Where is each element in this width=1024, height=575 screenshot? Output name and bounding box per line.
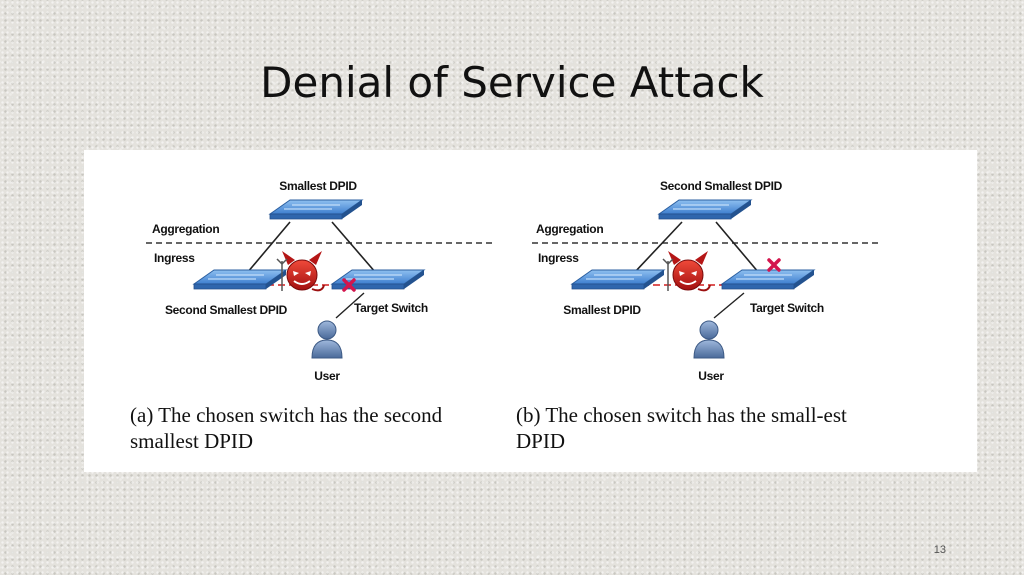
network-switch-icon xyxy=(658,199,752,220)
network-switch-icon xyxy=(193,269,287,290)
left-switch-label: Second Smallest DPID xyxy=(165,303,288,317)
uplink-line xyxy=(715,221,760,274)
user-icon xyxy=(311,320,343,359)
aggregation-label: Aggregation xyxy=(152,222,219,236)
user-link xyxy=(713,292,745,319)
ingress-label: Ingress xyxy=(538,251,579,265)
user-icon xyxy=(693,320,725,359)
dos-diagram: Smallest DPID Aggregation Ingress Second… xyxy=(146,179,880,383)
network-switch-icon xyxy=(571,269,665,290)
user-label: User xyxy=(314,369,340,383)
user-link xyxy=(335,292,365,319)
left-switch-label: Smallest DPID xyxy=(563,303,641,317)
right-switch-label: Target Switch xyxy=(354,301,428,315)
blocked-x-icon xyxy=(767,258,781,272)
diagram-b: Second Smallest DPID Aggregation Ingress… xyxy=(532,179,880,383)
user-label: User xyxy=(698,369,724,383)
caption-a: (a) The chosen switch has the second sma… xyxy=(130,403,443,453)
figure-panel: Smallest DPID Aggregation Ingress Second… xyxy=(84,150,977,472)
network-switch-icon xyxy=(721,269,815,290)
uplink-line xyxy=(331,221,377,274)
diagram-a: Smallest DPID Aggregation Ingress Second… xyxy=(146,179,494,383)
caption-b: (b) The chosen switch has the small-est … xyxy=(516,403,847,453)
page-number: 13 xyxy=(933,544,946,556)
right-switch-label: Target Switch xyxy=(750,301,824,315)
aggregation-label: Aggregation xyxy=(536,222,603,236)
slide-title: Denial of Service Attack xyxy=(260,58,764,107)
ingress-label: Ingress xyxy=(154,251,195,265)
uplink-line xyxy=(633,221,683,274)
network-switch-icon xyxy=(269,199,363,220)
top-switch-label: Second Smallest DPID xyxy=(660,179,783,193)
top-switch-label: Smallest DPID xyxy=(279,179,357,193)
uplink-line xyxy=(246,221,291,274)
